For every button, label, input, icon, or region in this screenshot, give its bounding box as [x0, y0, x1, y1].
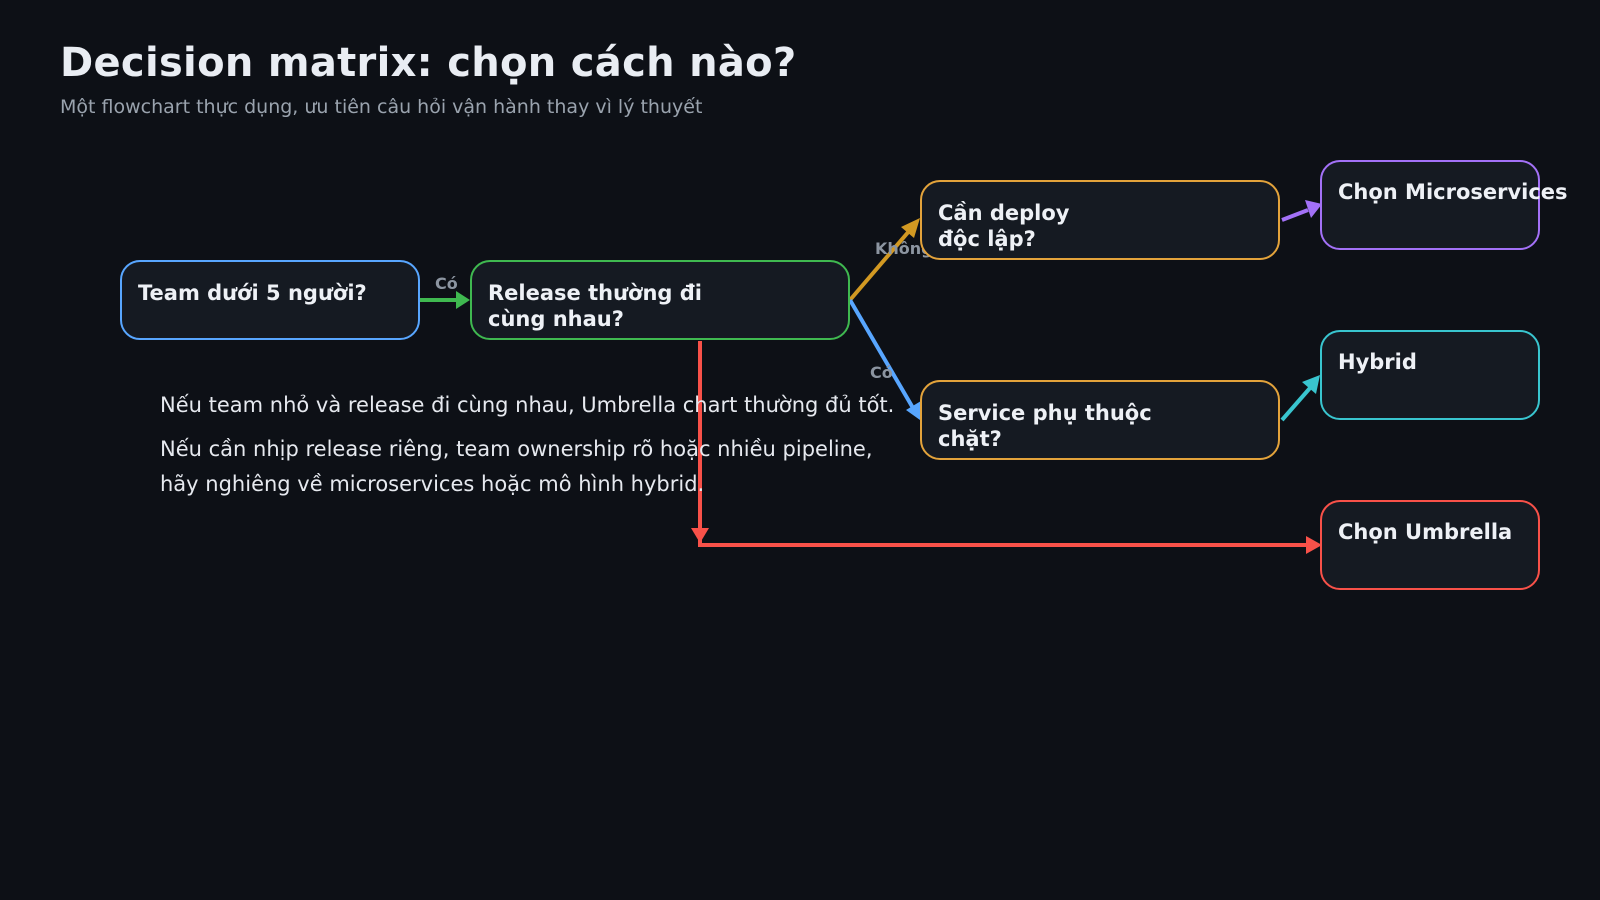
note-line-1: Nếu team nhỏ và release đi cùng nhau, Um… — [160, 393, 895, 417]
edge-service-to-hybrid — [1280, 375, 1320, 422]
edge-label-release-to-service: Có — [870, 363, 893, 382]
node-hybrid: Hybrid — [1320, 330, 1540, 420]
node-deploy-independent: Cần deploy độc lập? — [920, 180, 1280, 260]
node-team-size: Team dưới 5 người? — [120, 260, 420, 340]
edge-team-to-release — [420, 291, 470, 309]
note-line-2: Nếu cần nhịp release riêng, team ownersh… — [160, 437, 873, 461]
edge-deploy-to-microservices — [1281, 200, 1322, 222]
edge-release-to-umbrella — [691, 341, 1322, 554]
edge-release-to-deploy — [848, 218, 920, 302]
edge-label-release-to-deploy: Không — [875, 239, 933, 258]
page-subtitle: Một flowchart thực dụng, ưu tiên câu hỏi… — [60, 96, 703, 118]
note-line-3: hãy nghiêng về microservices hoặc mô hìn… — [160, 472, 705, 496]
page-title: Decision matrix: chọn cách nào? — [60, 40, 797, 86]
edge-release-to-service — [848, 298, 921, 420]
node-choose-microservices: Chọn Microservices — [1320, 160, 1568, 250]
edge-label-team-to-release: Có — [435, 274, 458, 293]
node-release-together: Release thường đi cùng nhau? — [470, 260, 850, 340]
node-choose-umbrella: Chọn Umbrella — [1320, 500, 1540, 590]
node-service-dependency: Service phụ thuộc chặt? — [920, 380, 1280, 460]
